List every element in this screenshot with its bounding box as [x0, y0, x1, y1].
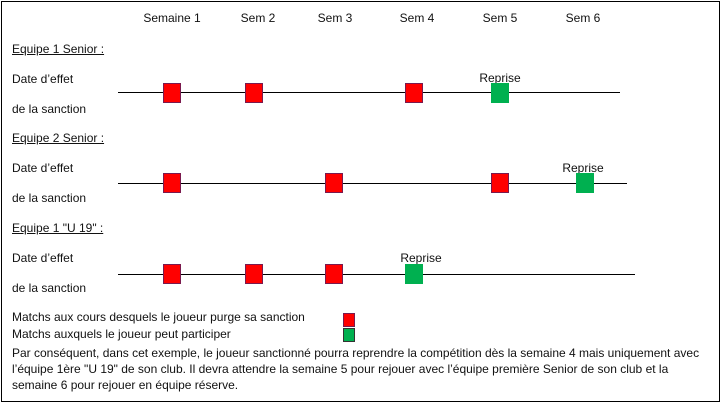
team-2-sanction-week-5: [491, 173, 509, 193]
team-1-sanction-week-4: [405, 83, 423, 103]
team-2-reprise-label: Reprise: [562, 161, 604, 175]
team-3-sanction-week-3: [325, 264, 343, 284]
conclusion-text: Par conséquent, dans cet exemple, le jou…: [12, 346, 700, 392]
week-header-1: Semaine 1: [143, 11, 201, 25]
legend-green-label: Matchs auxquels le joueur peut participe…: [12, 327, 231, 341]
team-3-timeline: [118, 274, 635, 275]
team-1-sanction-week-2: [245, 83, 263, 103]
team-1-reprise-label: Reprise: [479, 71, 521, 85]
team-3-sanction-week-1: [163, 264, 181, 284]
team-1-label-line1: Date d’effet: [12, 72, 74, 86]
team-2-sanction-week-3: [325, 173, 343, 193]
team-3-label-line1: Date d’effet: [12, 251, 74, 265]
team-3-title: Equipe 1 "U 19" :: [12, 221, 104, 235]
team-1-sanction-week-1: [163, 83, 181, 103]
team-2-timeline: [118, 183, 627, 184]
legend-red-swatch: [343, 313, 355, 327]
team-2-label-line2: de la sanction: [12, 191, 87, 205]
legend-red-label: Matchs aux cours desquels le joueur purg…: [12, 310, 305, 324]
team-1-label-line2: de la sanction: [12, 102, 87, 116]
team-1-reprise-week-5: [491, 83, 509, 103]
week-header-6: Sem 6: [565, 11, 601, 25]
team-2-title: Equipe 2 Senior :: [12, 131, 105, 145]
team-1-title: Equipe 1 Senior :: [12, 42, 105, 56]
week-header-3: Sem 3: [317, 11, 353, 25]
team-1-timeline: [118, 92, 620, 93]
legend-green-swatch: [343, 328, 355, 342]
week-header-5: Sem 5: [482, 11, 518, 25]
team-3-reprise-label: Reprise: [400, 251, 442, 265]
team-3-reprise-week-4: [405, 264, 423, 284]
week-header-2: Sem 2: [240, 11, 276, 25]
team-2-label-line1: Date d’effet: [12, 161, 74, 175]
team-2-reprise-week-6: [576, 173, 594, 193]
team-2-sanction-week-1: [163, 173, 181, 193]
week-header-4: Sem 4: [399, 11, 435, 25]
team-3-label-line2: de la sanction: [12, 281, 87, 295]
team-3-sanction-week-2: [245, 264, 263, 284]
